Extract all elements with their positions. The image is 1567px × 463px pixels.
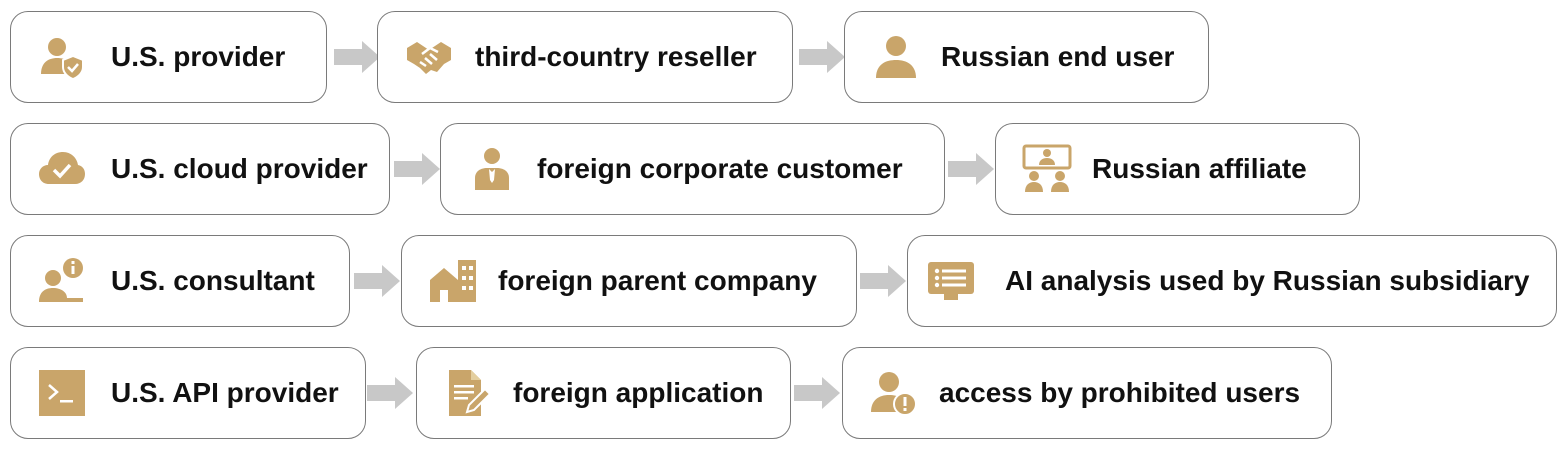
document-edit-icon <box>443 368 493 418</box>
node-us-consultant: U.S. consultant <box>10 235 350 327</box>
video-conference-icon <box>1022 144 1072 194</box>
buildings-icon <box>428 256 478 306</box>
node-label: foreign parent company <box>498 265 817 296</box>
node-us-provider: U.S. provider <box>10 11 327 103</box>
node-ai-analysis: AI analysis used by Russian subsidiary <box>907 235 1557 327</box>
consultant-info-icon <box>37 256 87 306</box>
node-us-api-provider: U.S. API provider <box>10 347 366 439</box>
user-icon <box>871 32 921 82</box>
arrow-right <box>797 39 847 75</box>
arrow-right <box>792 375 842 411</box>
user-shield-icon <box>37 32 87 82</box>
terminal-icon <box>37 368 87 418</box>
list-screen-icon <box>926 256 976 306</box>
node-russian-end-user: Russian end user <box>844 11 1209 103</box>
user-warning-icon <box>869 368 919 418</box>
node-us-cloud-provider: U.S. cloud provider <box>10 123 390 215</box>
node-foreign-corporate-customer: foreign corporate customer <box>440 123 945 215</box>
node-label: Russian end user <box>941 41 1175 72</box>
node-foreign-application: foreign application <box>416 347 791 439</box>
node-label: third-country reseller <box>475 41 757 72</box>
node-label: AI analysis used by Russian subsidiary <box>1005 265 1530 296</box>
node-third-country-reseller: third-country reseller <box>377 11 793 103</box>
node-foreign-parent-company: foreign parent company <box>401 235 857 327</box>
arrow-right <box>332 39 382 75</box>
arrow-right <box>352 263 402 299</box>
arrow-right <box>946 151 996 187</box>
arrow-right <box>392 151 442 187</box>
node-label: U.S. API provider <box>111 377 339 408</box>
node-label: U.S. consultant <box>111 265 315 296</box>
node-access-prohibited-users: access by prohibited users <box>842 347 1332 439</box>
cloud-check-icon <box>37 144 87 194</box>
node-label: U.S. provider <box>111 41 286 72</box>
handshake-icon <box>404 32 454 82</box>
node-russian-affiliate: Russian affiliate <box>995 123 1360 215</box>
node-label: foreign corporate customer <box>537 153 903 184</box>
businessman-icon <box>467 144 517 194</box>
node-label: foreign application <box>513 377 764 408</box>
node-label: Russian affiliate <box>1092 153 1307 184</box>
node-label: U.S. cloud provider <box>111 153 368 184</box>
arrow-right <box>365 375 415 411</box>
arrow-right <box>858 263 908 299</box>
node-label: access by prohibited users <box>939 377 1301 408</box>
